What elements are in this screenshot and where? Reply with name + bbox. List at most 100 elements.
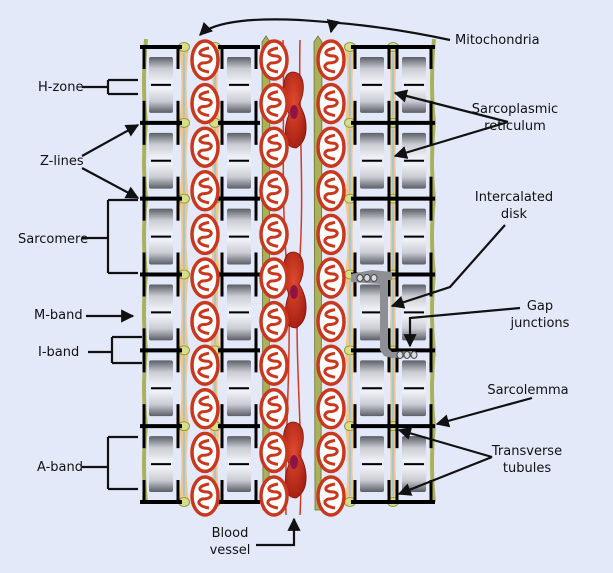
mitochondrion (259, 344, 289, 386)
thick-filament-block (402, 314, 426, 341)
rbc-nucleus (290, 285, 298, 299)
h-zone-bracket (82, 78, 138, 96)
mitochondrion-crista (323, 438, 339, 466)
annotation-layer (81, 18, 533, 547)
mitochondrion (316, 213, 346, 256)
mitochondrion (259, 388, 289, 430)
mitochondrion-crista (266, 351, 282, 379)
label-intercalated-disk-2: disk (501, 207, 528, 222)
mitochondrion-crista (323, 90, 339, 118)
mitochondrion (190, 82, 220, 125)
label-a-band: A-band (37, 460, 83, 475)
sarcolemma-arrow (435, 396, 533, 428)
thick-filament-block (227, 390, 251, 417)
gap-junction (403, 351, 411, 359)
thick-filament-block (149, 314, 173, 341)
mitochondrion-crista (266, 308, 282, 336)
mitochondrion-crista (323, 482, 339, 510)
sr-arrow-top (393, 89, 509, 124)
intercalated-disk-arrow (390, 224, 506, 309)
gap-junction (363, 274, 371, 282)
mitochondrion-crista (197, 220, 213, 248)
tissue-layer (140, 35, 437, 517)
thick-filament-block (402, 360, 426, 387)
thick-filament-block (227, 436, 251, 463)
transverse-tubules-arrow-top (397, 426, 493, 459)
thick-filament-block (360, 360, 384, 387)
i-band-bracket (88, 335, 142, 365)
label-intercalated-disk-1: Intercalated (475, 190, 553, 205)
thick-filament-block (149, 436, 173, 463)
mitochondrion (190, 344, 220, 386)
thick-filament-block (360, 238, 384, 265)
mitochondrion (190, 170, 220, 212)
mitochondrion (259, 257, 289, 299)
mitochondrion-crista (197, 351, 213, 379)
blood-vessel-arrow (256, 517, 301, 547)
mitochondrion-crista (323, 308, 339, 336)
transverse-tubules-arrow-bottom (397, 455, 493, 496)
mitochondrion-crista (266, 177, 282, 205)
mitochondrion (259, 82, 289, 125)
mitochondrion (259, 39, 289, 81)
thick-filament-block (360, 390, 384, 417)
mitochondrion-crista (197, 46, 213, 74)
mitochondrion-crista (266, 133, 282, 161)
mitochondrion (190, 213, 220, 256)
thick-filament-block (227, 132, 251, 159)
thick-filament-block (360, 314, 384, 341)
gap-junction (356, 274, 364, 282)
thick-filament-block (149, 466, 173, 492)
mitochondrion-crista (323, 177, 339, 205)
thick-filament-block (227, 284, 251, 311)
z-lines-arrow-bottom (81, 167, 140, 199)
thick-filament-block (360, 208, 384, 235)
thick-filament-block (227, 208, 251, 235)
mitochondrion-crista (266, 482, 282, 510)
label-z-lines: Z-lines (40, 154, 84, 169)
thick-filament-block (227, 57, 251, 83)
gap-junction (370, 274, 378, 282)
mitochondrion (190, 126, 220, 168)
mitochondrion (316, 82, 346, 125)
thick-filament-block (402, 238, 426, 265)
mitochondrion-crista (266, 395, 282, 423)
thick-filament-block (149, 390, 173, 417)
mitochondrion-crista (197, 264, 213, 292)
thick-filament-block (149, 208, 173, 235)
thick-filament-block (402, 162, 426, 189)
gap-junctions-arrow (403, 306, 521, 348)
label-transverse-tubules-2: tubules (503, 461, 551, 476)
sarcomere-bracket (82, 198, 138, 275)
mitochondria-arrow-right (326, 19, 340, 34)
mitochondrion-crista (323, 395, 339, 423)
thick-filament-block (149, 132, 173, 159)
gap-junction (410, 351, 418, 359)
sr-arrow-bottom (393, 120, 509, 159)
thick-filament-block (227, 314, 251, 341)
mitochondrion (259, 475, 289, 517)
mitochondrion-crista (323, 46, 339, 74)
mitochondrion (190, 431, 220, 474)
thick-filament-block (402, 208, 426, 235)
mitochondrion-crista (323, 133, 339, 161)
mitochondrion (259, 213, 289, 256)
label-sarcolemma: Sarcolemma (487, 383, 568, 398)
mitochondrion (190, 300, 220, 343)
thick-filament-block (227, 86, 251, 113)
a-band-bracket (82, 435, 138, 491)
mitochondrion (316, 344, 346, 386)
mitochondrion (190, 388, 220, 430)
mitochondrion (316, 388, 346, 430)
mitochondrion-crista (323, 264, 339, 292)
thick-filament-block (149, 57, 173, 83)
thick-filament-block (227, 360, 251, 387)
thick-filament-block (402, 132, 426, 159)
mitochondrion-crista (266, 438, 282, 466)
mitochondrion-crista (266, 90, 282, 118)
mitochondrion (316, 39, 346, 81)
mitochondrion (190, 257, 220, 299)
thick-filament-block (360, 466, 384, 492)
thick-filament-block (360, 162, 384, 189)
